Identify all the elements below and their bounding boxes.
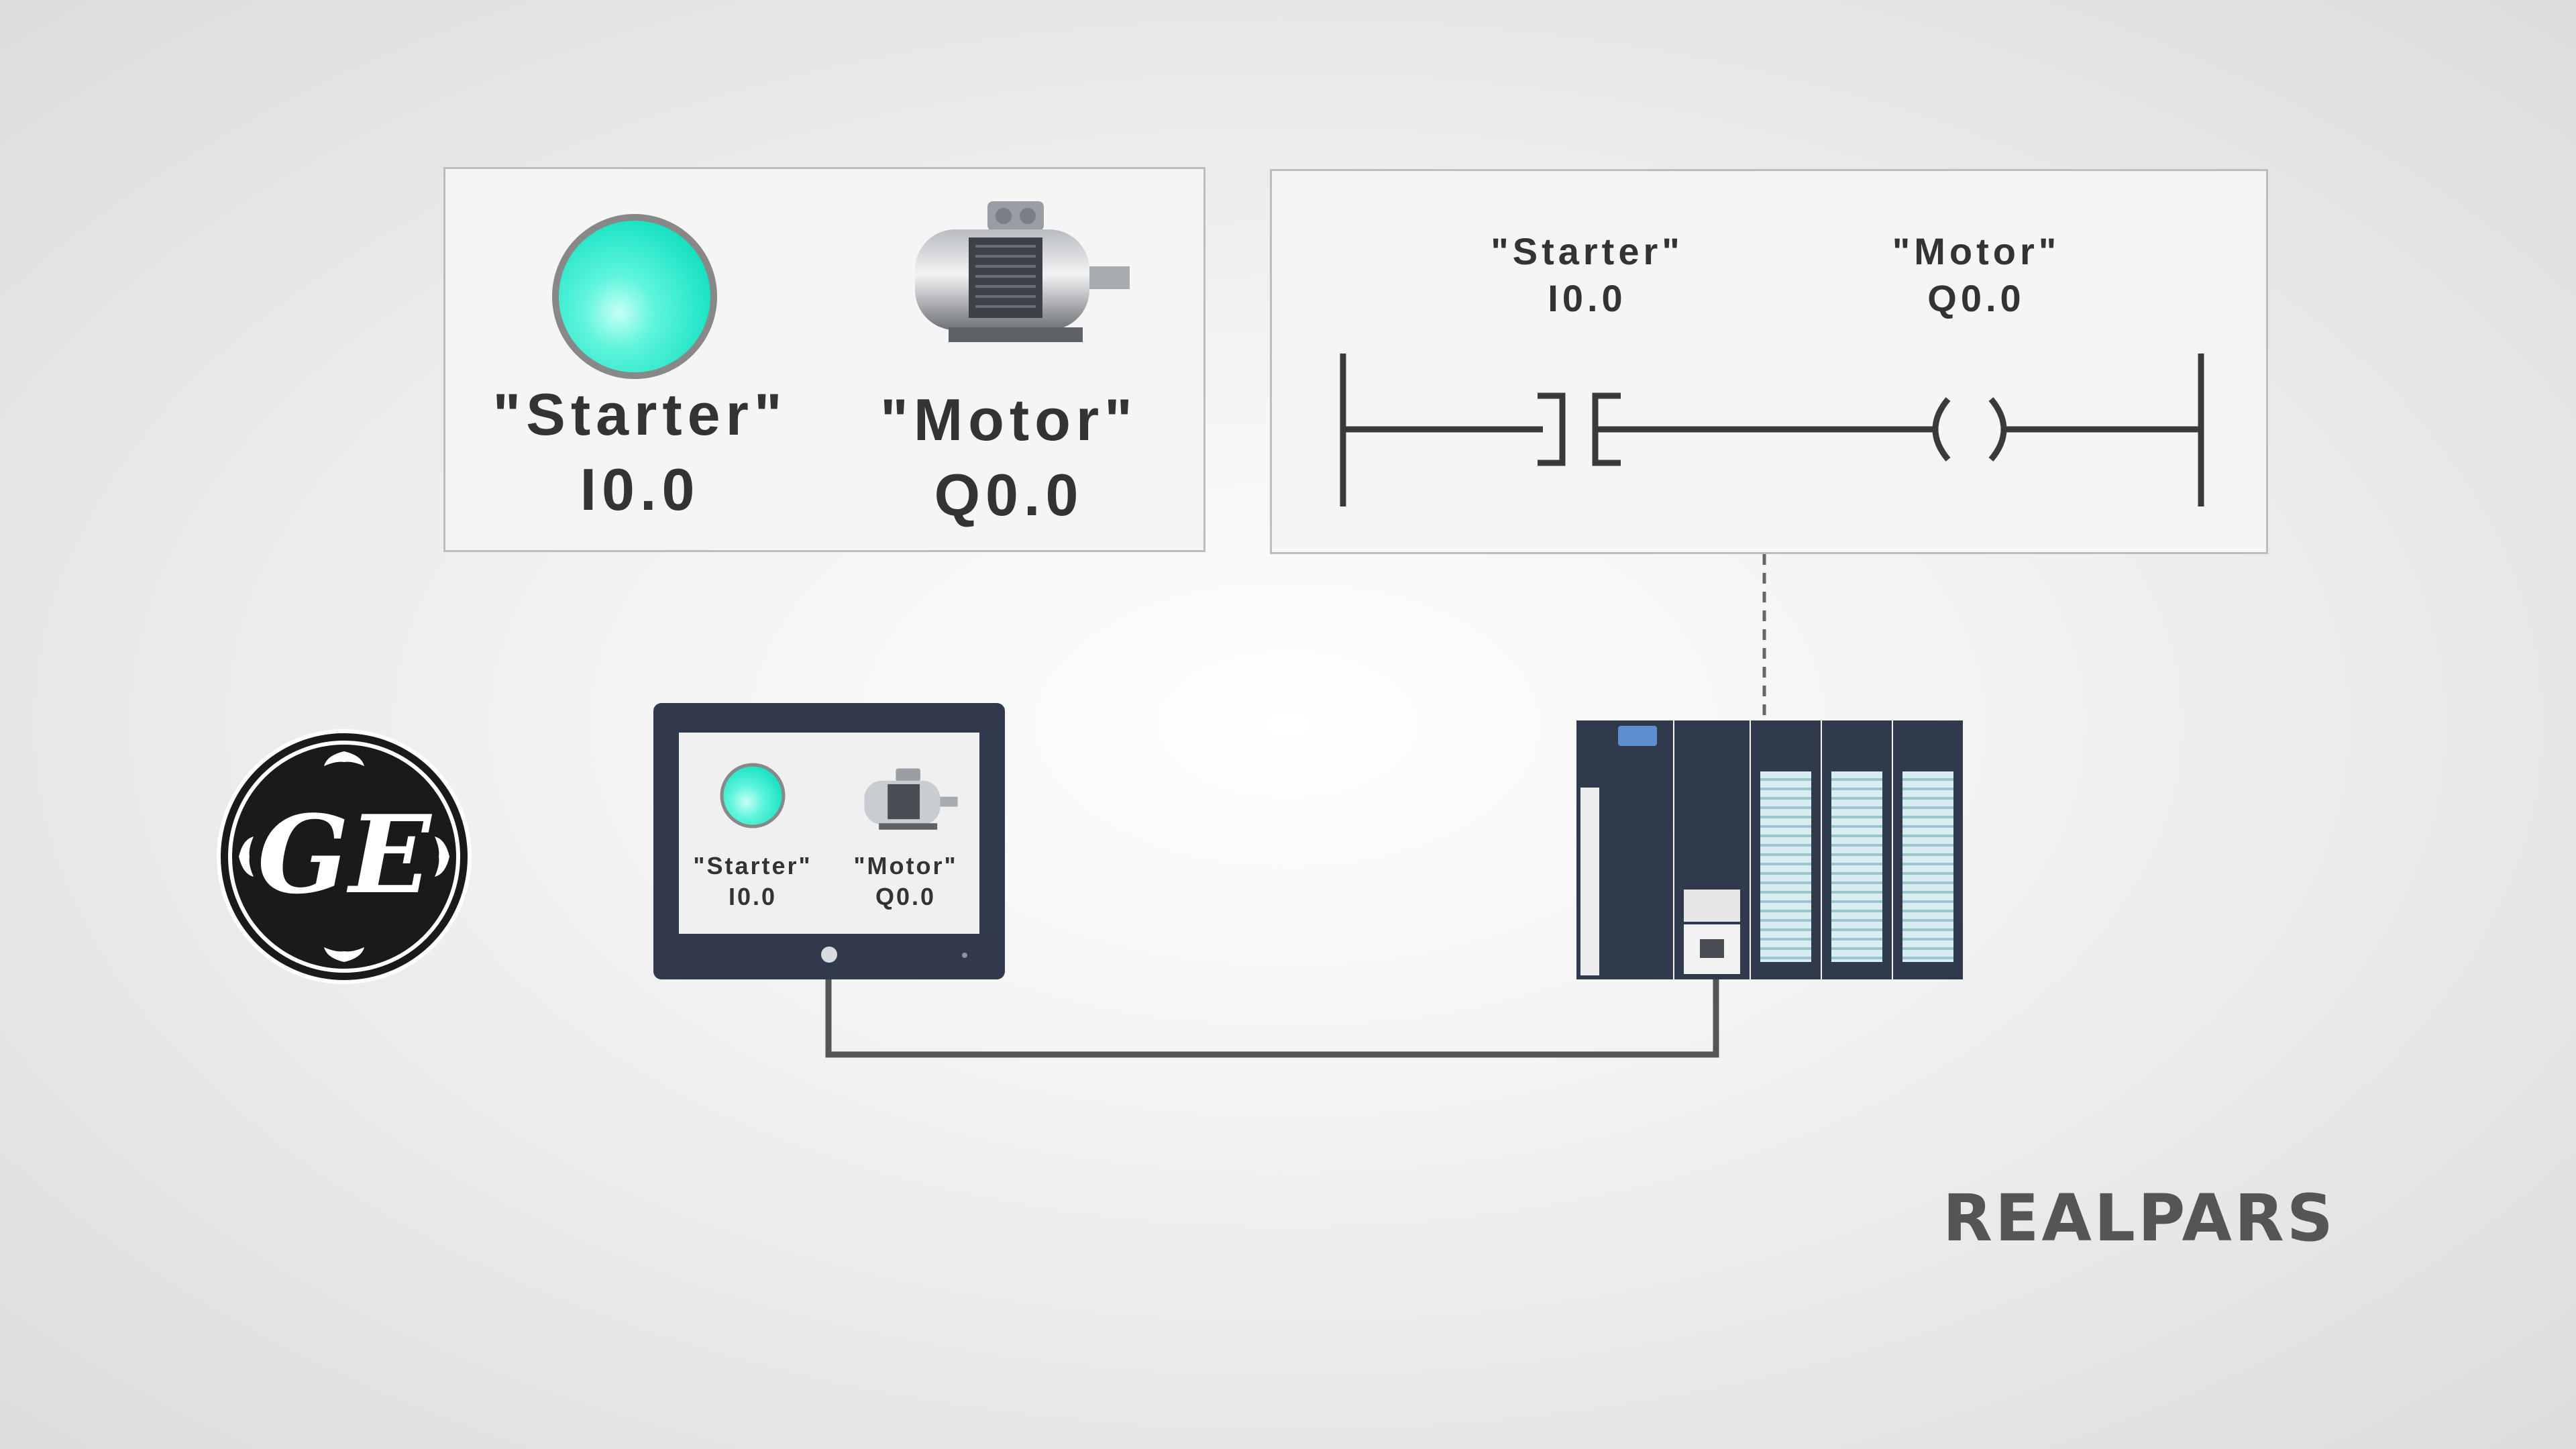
hmi-status-led-icon <box>962 953 967 958</box>
starter-indicator-icon <box>552 214 717 379</box>
plc-cpu-display <box>1684 890 1740 922</box>
plc-power-module <box>1576 720 1673 979</box>
hmi-starter-address: I0.0 <box>728 883 777 910</box>
ge-logo: GE <box>217 729 472 984</box>
plc-label-strip <box>1580 788 1599 975</box>
hmi-starter-indicator-icon <box>720 763 786 828</box>
hmi-starter-name: "Starter" <box>693 852 812 879</box>
plc-cpu-module <box>1674 720 1750 979</box>
plc-rack <box>1576 720 1963 979</box>
motor-address: Q0.0 <box>934 462 1084 528</box>
coil-address: Q0.0 <box>1927 277 2025 319</box>
contact-name: "Starter" <box>1491 230 1684 272</box>
hmi-ge-badge-icon <box>821 947 837 963</box>
contact-address: I0.0 <box>1548 277 1627 319</box>
plc-io-module-2 <box>1822 720 1892 979</box>
motor-name: "Motor" <box>880 386 1138 453</box>
motor-icon <box>915 201 1130 342</box>
hmi-motor-address: Q0.0 <box>875 883 936 910</box>
coil-label: "Motor" Q0.0 <box>1809 228 2144 322</box>
hmi-screen: "Starter" I0.0 "Motor" Q0.0 <box>679 733 979 934</box>
ladder-rung-diagram <box>1340 354 2204 506</box>
hmi-motor-name: "Motor" <box>853 852 958 879</box>
ethernet-port-icon <box>1684 924 1740 974</box>
starter-name: "Starter" <box>492 381 788 447</box>
coil-left-arc <box>1932 397 1951 462</box>
hmi-preview-panel: "Starter" I0.0 "Motor" Q0.0 <box>443 167 1205 552</box>
ge-monogram: GE <box>258 792 433 918</box>
no-contact-left-bracket <box>1538 392 1566 466</box>
hmi-motor-icon <box>864 768 958 830</box>
contact-label: "Starter" I0.0 <box>1419 228 1755 322</box>
ladder-logic-panel: "Starter" I0.0 "Motor" Q0.0 <box>1270 169 2268 554</box>
plc-io-module-3 <box>1893 720 1963 979</box>
plc-ge-badge-icon <box>1618 726 1657 746</box>
hmi-starter-label: "Starter" I0.0 <box>679 851 826 912</box>
coil-name: "Motor" <box>1892 230 2061 272</box>
starter-label: "Starter" I0.0 <box>472 377 808 527</box>
plc-io-module-1 <box>1751 720 1821 979</box>
hmi-device: "Starter" I0.0 "Motor" Q0.0 <box>653 703 1005 979</box>
motor-label: "Motor" Q0.0 <box>841 382 1177 533</box>
starter-address: I0.0 <box>580 456 700 523</box>
hmi-to-plc-cable <box>825 978 1719 1058</box>
hmi-motor-label: "Motor" Q0.0 <box>832 851 979 912</box>
realpars-logo: REALPARS <box>1943 1181 2336 1256</box>
